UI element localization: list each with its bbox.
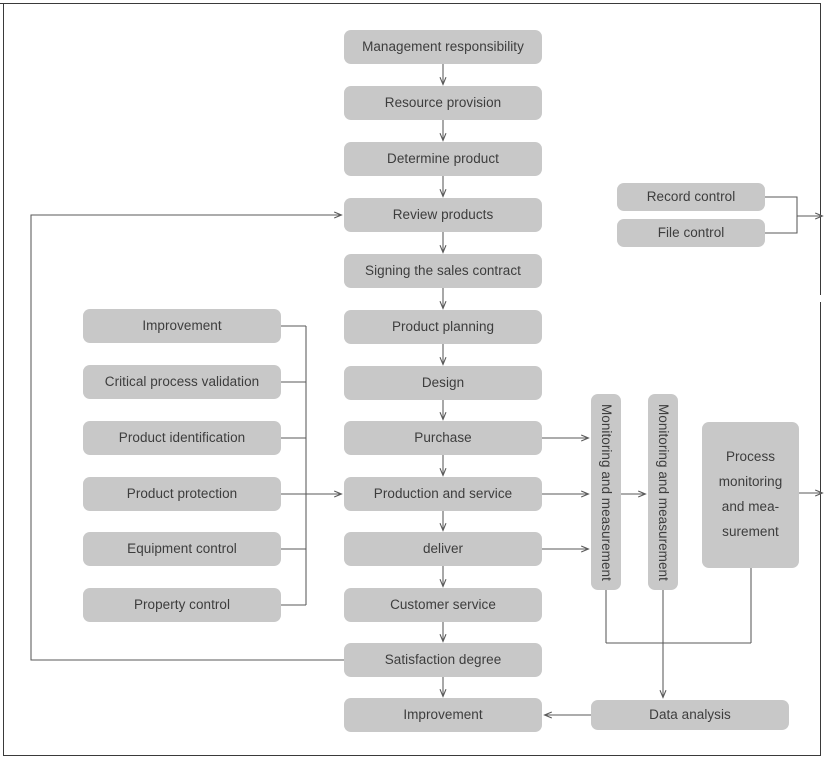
node-record-control[interactable]: Record control [617,183,765,211]
node-product-planning[interactable]: Product planning [344,310,542,344]
node-monitoring-and-measurement-2[interactable]: Monitoring and measurement [648,394,678,590]
node-equipment-control[interactable]: Equipment control [83,532,281,566]
node-customer-service[interactable]: Customer service [344,588,542,622]
node-product-protection[interactable]: Product protection [83,477,281,511]
process-monitoring-line-1: Process [725,449,776,465]
frame-border-bottom [3,755,821,756]
node-improvement-bottom[interactable]: Improvement [344,698,542,732]
node-data-analysis[interactable]: Data analysis [591,700,789,730]
node-signing-the-sales-contract[interactable]: Signing the sales contract [344,254,542,288]
node-critical-process-validation[interactable]: Critical process validation [83,365,281,399]
frame-border-left [3,3,4,756]
node-design[interactable]: Design [344,366,542,400]
node-purchase[interactable]: Purchase [344,421,542,455]
node-management-responsibility[interactable]: Management responsibility [344,30,542,64]
node-property-control[interactable]: Property control [83,588,281,622]
node-monitoring-and-measurement-1[interactable]: Monitoring and measurement [591,394,621,590]
node-resource-provision[interactable]: Resource provision [344,86,542,120]
process-monitoring-line-3: and mea- [721,499,780,514]
frame-border-top [0,3,821,4]
frame-border-right-upper [820,3,821,295]
node-process-monitoring-and-measurement[interactable]: Process monitoring and mea- surement [702,422,799,568]
node-determine-product[interactable]: Determine product [344,142,542,176]
node-product-identification[interactable]: Product identification [83,421,281,455]
node-production-and-service[interactable]: Production and service [344,477,542,511]
node-satisfaction-degree[interactable]: Satisfaction degree [344,643,542,677]
node-improvement[interactable]: Improvement [83,309,281,343]
process-monitoring-line-4: surement [722,523,779,539]
node-deliver[interactable]: deliver [344,532,542,566]
process-monitoring-line-2: monitoring [718,474,783,490]
node-file-control[interactable]: File control [617,219,765,247]
node-review-products[interactable]: Review products [344,198,542,232]
frame-border-right-lower [820,302,821,756]
